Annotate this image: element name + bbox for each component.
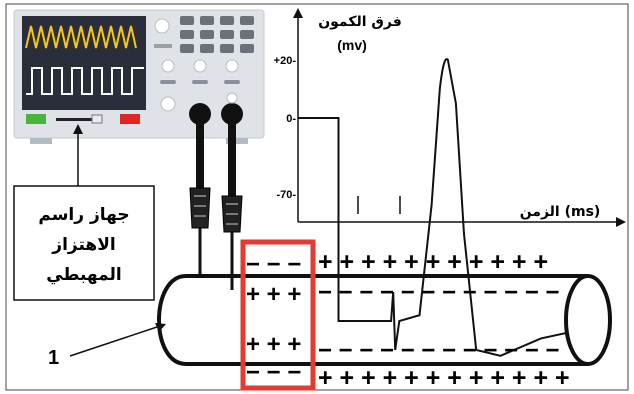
axon-right-end: [564, 274, 612, 366]
charges-upper-outside: + + + + + + + + + + +: [318, 248, 548, 276]
device-label-line-2: الاهتزاز: [51, 235, 115, 255]
device-label-line-3: المهبطي: [46, 265, 122, 285]
y-axis-label: فرق الكمون: [318, 14, 402, 30]
action-potential-line: [298, 58, 582, 357]
callout-arrowhead: [155, 323, 166, 332]
slider-track: [56, 118, 100, 121]
oscilloscope-foot-right: [226, 138, 248, 144]
probe-connector-1: [189, 103, 211, 125]
square-trace: [26, 67, 144, 95]
y-axis-arrowhead: [293, 8, 303, 18]
control-bar: [154, 44, 172, 48]
small-knobs: [161, 59, 239, 73]
input-jack-left: [160, 96, 176, 112]
y-tick-0: 0-: [286, 113, 296, 125]
device-label-box: [13, 185, 155, 301]
green-button: [26, 114, 46, 124]
y-axis-unit: (mv): [337, 37, 367, 53]
callout-line: [69, 325, 161, 357]
device-label-line-1: جهاز راسم: [38, 205, 129, 225]
probe-connector-2: [221, 103, 243, 125]
knob-top: [154, 18, 170, 34]
charges-lower-inside: − − − − − − − − − − − −: [318, 337, 560, 364]
button-grid: [180, 16, 254, 53]
action-potential-graph: +20- 0- -70- فرق الكمون (mv) الزمن (ms): [274, 8, 626, 357]
charges-upper-inside-box: + + +: [246, 281, 301, 308]
depolarized-zone-box: [240, 239, 316, 391]
axon: [157, 274, 612, 366]
callout-number: 1: [48, 347, 59, 369]
sine-trace: [25, 25, 137, 49]
probe-2: [221, 116, 243, 290]
axon-left-end: [157, 274, 187, 366]
x-axis-label: الزمن (ms): [520, 204, 601, 220]
y-tick-plus20: +20-: [274, 55, 297, 67]
charges-upper-outside-box: − − −: [246, 251, 301, 278]
small-switches: [160, 80, 240, 84]
oscilloscope-foot-left: [30, 138, 52, 144]
charges-upper-inside: − − − − − − − − − − − −: [318, 279, 560, 306]
input-jack-right: [226, 92, 238, 104]
red-button: [120, 114, 140, 124]
oscilloscope: [13, 9, 265, 144]
charges-lower-outside: + + + + + + + + + + + +: [318, 364, 570, 392]
x-axis-arrowhead: [616, 217, 626, 227]
probe-1: [189, 116, 211, 278]
slider-knob: [91, 114, 103, 124]
charges-lower-inside-box: + + +: [246, 331, 301, 358]
device-arrowhead: [73, 124, 83, 134]
outer-frame: [5, 3, 629, 391]
charges-lower-outside-box: − − −: [246, 359, 301, 386]
y-tick-minus70: -70-: [276, 189, 296, 201]
